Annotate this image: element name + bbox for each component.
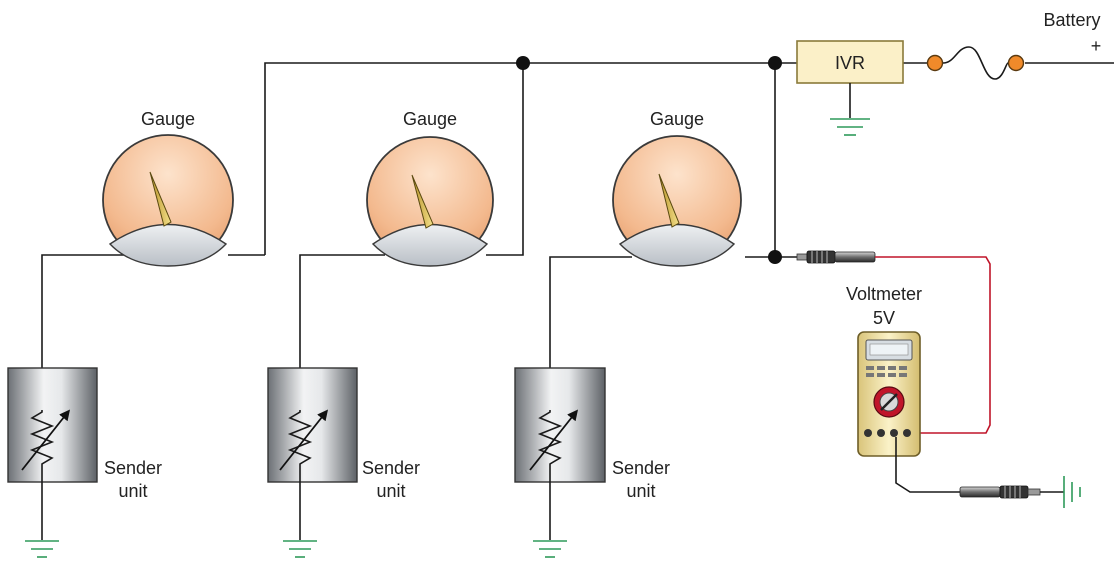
voltmeter-reading: 5V	[873, 308, 895, 328]
junction-dot	[768, 250, 782, 264]
fuse	[926, 46, 1025, 80]
gauge-2: Gauge	[366, 109, 494, 267]
ground-symbol	[1063, 476, 1081, 508]
ground-symbol	[25, 540, 59, 558]
sender-label: Sender	[612, 458, 670, 478]
voltmeter-label: Voltmeter	[846, 284, 922, 304]
sender-sublabel: unit	[118, 481, 147, 501]
battery-label: Battery	[1043, 10, 1100, 30]
gauge-label: Gauge	[650, 109, 704, 129]
junction-dot	[516, 56, 530, 70]
sender-label: Sender	[104, 458, 162, 478]
sender-label: Sender	[362, 458, 420, 478]
gauge-1: Gauge	[102, 109, 234, 267]
voltmeter	[857, 331, 921, 457]
junction-dot	[768, 56, 782, 70]
black-test-lead	[895, 437, 960, 493]
ground-symbol	[830, 118, 870, 136]
ivr-unit: IVR	[796, 40, 904, 118]
battery-polarity: +	[1091, 36, 1102, 56]
sender-unit-1: Sender unit	[7, 367, 162, 558]
red-test-lead	[875, 256, 991, 434]
sender-unit-2: Sender unit	[267, 367, 420, 558]
voltmeter-red-probe	[796, 250, 876, 264]
gauge-3: Gauge	[612, 109, 742, 267]
gauge-label: Gauge	[403, 109, 457, 129]
sender-sublabel: unit	[626, 481, 655, 501]
gauge-label: Gauge	[141, 109, 195, 129]
sender-sublabel: unit	[376, 481, 405, 501]
voltmeter-black-probe	[959, 485, 1064, 499]
ivr-label: IVR	[835, 53, 865, 73]
ground-symbol	[283, 540, 317, 558]
sender-unit-3: Sender unit	[514, 367, 670, 558]
ground-symbol	[533, 540, 567, 558]
main-wiring	[41, 62, 1114, 410]
